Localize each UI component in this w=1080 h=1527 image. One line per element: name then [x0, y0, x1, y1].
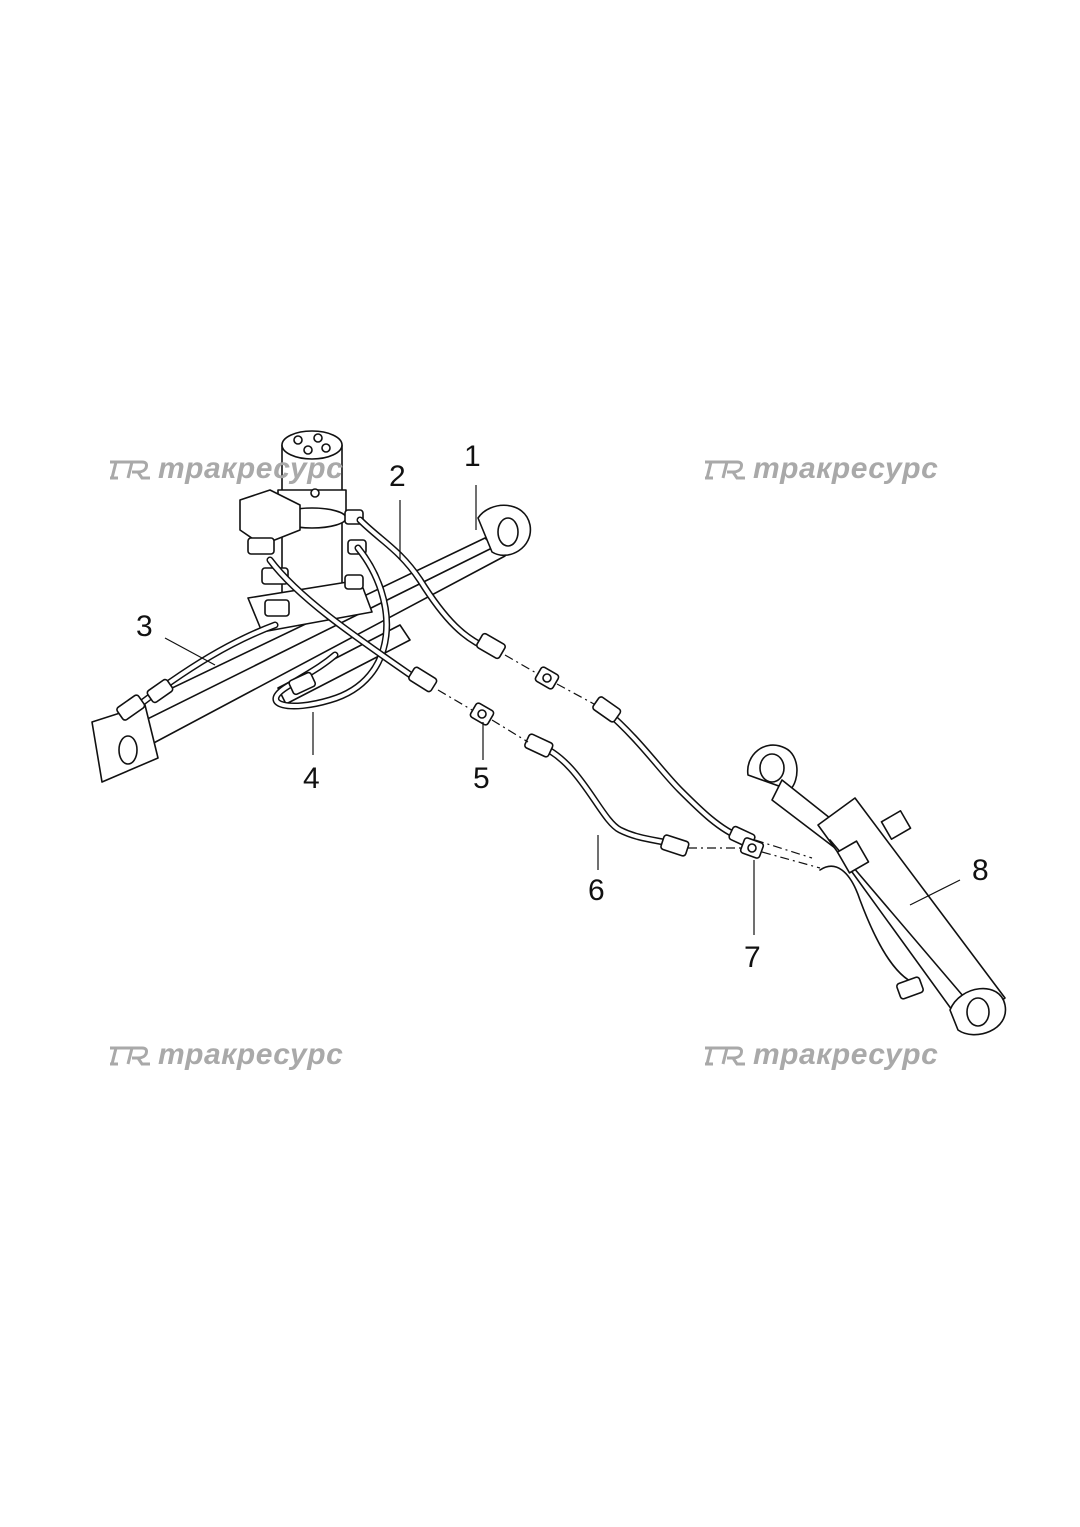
watermark-top-left: тракресурс — [108, 452, 343, 486]
leader-lines — [164, 485, 961, 935]
fitting-upper — [534, 666, 560, 690]
watermark-text: тракресурс — [753, 452, 939, 485]
fitting-part-7 — [739, 837, 765, 859]
watermark-text: тракресурс — [158, 452, 344, 485]
callout-8: 8 — [972, 854, 989, 887]
hose-part-3 — [116, 621, 279, 721]
tr-logo-icon — [705, 460, 745, 480]
callout-3: 3 — [136, 610, 153, 643]
watermark-text: тракресурс — [158, 1038, 344, 1071]
cylinder-part-8 — [747, 744, 1007, 1036]
axle-part-1 — [91, 504, 532, 783]
watermark-bottom-left: тракресурс — [108, 1038, 343, 1072]
tr-logo-icon — [110, 460, 150, 480]
tr-logo-icon — [705, 1046, 745, 1066]
watermark-top-right: тракресурс — [703, 452, 938, 486]
callout-4: 4 — [303, 762, 320, 795]
swivel-joint — [239, 430, 373, 633]
hose-part-2 — [356, 516, 506, 660]
callout-5: 5 — [473, 762, 490, 795]
watermark-text: тракресурс — [753, 1038, 939, 1071]
hose-part-6 — [524, 733, 690, 857]
callout-6: 6 — [588, 874, 605, 907]
callout-7: 7 — [744, 941, 761, 974]
fitting-part-5 — [469, 702, 495, 726]
tr-logo-icon — [110, 1046, 150, 1066]
connection-lines — [437, 654, 821, 869]
callout-2: 2 — [389, 460, 406, 493]
hose-part-4 — [272, 544, 391, 710]
watermark-bottom-right: тракресурс — [703, 1038, 938, 1072]
callout-1: 1 — [464, 440, 481, 473]
hose-center — [266, 556, 438, 693]
